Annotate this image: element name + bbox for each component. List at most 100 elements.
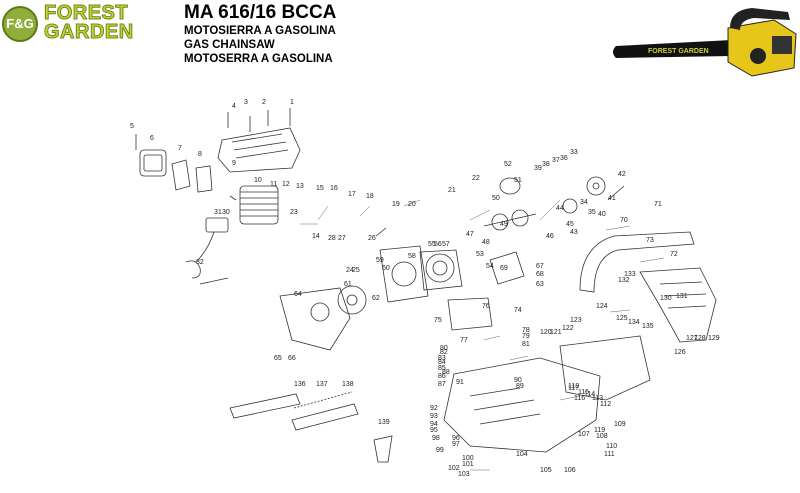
svg-text:114: 114 <box>584 391 595 398</box>
svg-text:98: 98 <box>432 435 440 442</box>
ignition-coil <box>205 217 229 233</box>
svg-text:118: 118 <box>568 383 579 390</box>
svg-text:13: 13 <box>296 183 304 190</box>
svg-text:39: 39 <box>534 165 542 172</box>
svg-text:65: 65 <box>274 355 282 362</box>
rear-handle <box>639 267 717 343</box>
svg-text:51: 51 <box>514 177 522 184</box>
svg-text:99: 99 <box>436 447 444 454</box>
svg-text:67: 67 <box>536 263 544 270</box>
side-cover <box>279 287 351 351</box>
svg-text:102: 102 <box>448 465 460 472</box>
brand-badge: F&G <box>2 6 38 42</box>
subtitle-en: GAS CHAINSAW <box>184 39 275 51</box>
saw-chain <box>291 403 359 431</box>
svg-text:45: 45 <box>566 221 574 228</box>
part-number: 5 <box>130 123 134 130</box>
svg-text:127: 127 <box>686 335 698 342</box>
svg-text:75: 75 <box>434 317 442 324</box>
svg-text:7: 7 <box>178 145 182 152</box>
svg-text:125: 125 <box>616 315 628 322</box>
front-handle <box>579 231 695 293</box>
svg-text:72: 72 <box>670 251 678 258</box>
svg-text:25: 25 <box>352 267 360 274</box>
bar-brand-text: FOREST GARDEN <box>648 48 709 55</box>
svg-text:60: 60 <box>382 265 390 272</box>
svg-text:138: 138 <box>342 381 354 388</box>
svg-text:52: 52 <box>504 161 512 168</box>
saw-guide-bar <box>613 40 742 58</box>
svg-text:6: 6 <box>150 135 154 142</box>
svg-text:43: 43 <box>570 229 578 236</box>
svg-text:100: 100 <box>462 455 474 462</box>
svg-text:86: 86 <box>438 373 446 380</box>
svg-text:58: 58 <box>408 253 416 260</box>
svg-text:17: 17 <box>348 191 356 198</box>
svg-text:36: 36 <box>560 155 568 162</box>
svg-text:90: 90 <box>514 377 522 384</box>
svg-text:108: 108 <box>596 433 608 440</box>
gasket <box>171 159 191 191</box>
svg-text:111: 111 <box>604 451 615 458</box>
svg-text:21: 21 <box>448 187 456 194</box>
svg-text:62: 62 <box>372 295 380 302</box>
svg-text:47: 47 <box>466 231 474 238</box>
svg-text:23: 23 <box>290 209 298 216</box>
svg-text:97: 97 <box>452 441 460 448</box>
brand-line-1: FOREST <box>44 2 129 24</box>
svg-text:82: 82 <box>440 349 448 356</box>
svg-text:71: 71 <box>654 201 662 208</box>
svg-text:69: 69 <box>500 265 508 272</box>
svg-text:56: 56 <box>434 241 442 248</box>
svg-text:28: 28 <box>328 235 336 242</box>
svg-text:54: 54 <box>486 263 494 270</box>
svg-text:22: 22 <box>472 175 480 182</box>
svg-text:132: 132 <box>618 277 630 284</box>
svg-text:92: 92 <box>430 405 438 412</box>
svg-text:30: 30 <box>222 209 230 216</box>
svg-text:26: 26 <box>368 235 376 242</box>
svg-text:12: 12 <box>282 181 290 188</box>
svg-text:73: 73 <box>646 237 654 244</box>
svg-text:115: 115 <box>578 389 589 396</box>
svg-text:4: 4 <box>232 103 236 110</box>
svg-text:93: 93 <box>430 413 438 420</box>
engine-body <box>443 357 601 453</box>
svg-text:32: 32 <box>196 259 204 266</box>
svg-text:117: 117 <box>568 385 579 392</box>
guide-bar <box>229 393 301 419</box>
svg-text:68: 68 <box>536 271 544 278</box>
svg-text:35: 35 <box>588 209 596 216</box>
svg-text:105: 105 <box>540 467 552 474</box>
starter-cover <box>379 245 429 303</box>
svg-text:104: 104 <box>516 451 528 458</box>
svg-text:106: 106 <box>564 467 576 474</box>
svg-text:134: 134 <box>628 319 640 326</box>
svg-text:37: 37 <box>552 157 560 164</box>
svg-text:61: 61 <box>344 281 352 288</box>
svg-text:81: 81 <box>522 341 530 348</box>
svg-text:130: 130 <box>660 295 672 302</box>
svg-text:109: 109 <box>614 421 626 428</box>
svg-text:64: 64 <box>294 291 302 298</box>
svg-text:20: 20 <box>408 201 416 208</box>
flywheel <box>425 253 455 283</box>
svg-text:101: 101 <box>462 461 474 468</box>
svg-text:50: 50 <box>492 195 500 202</box>
svg-text:107: 107 <box>578 431 590 438</box>
svg-text:11: 11 <box>270 181 277 188</box>
svg-text:88: 88 <box>442 369 450 376</box>
svg-text:110: 110 <box>606 443 617 450</box>
subtitle-pt: MOTOSERRA A GASOLINA <box>184 53 333 65</box>
svg-text:129: 129 <box>708 335 720 342</box>
svg-text:133: 133 <box>624 271 636 278</box>
svg-text:66: 66 <box>288 355 296 362</box>
chainsaw-product-image: FOREST GARDEN <box>613 8 797 77</box>
svg-text:87: 87 <box>438 381 446 388</box>
svg-text:119: 119 <box>594 427 605 434</box>
svg-text:95: 95 <box>430 427 438 434</box>
svg-text:9: 9 <box>232 160 236 167</box>
muffler <box>139 149 167 177</box>
svg-text:113: 113 <box>592 395 603 402</box>
svg-text:103: 103 <box>458 471 470 478</box>
